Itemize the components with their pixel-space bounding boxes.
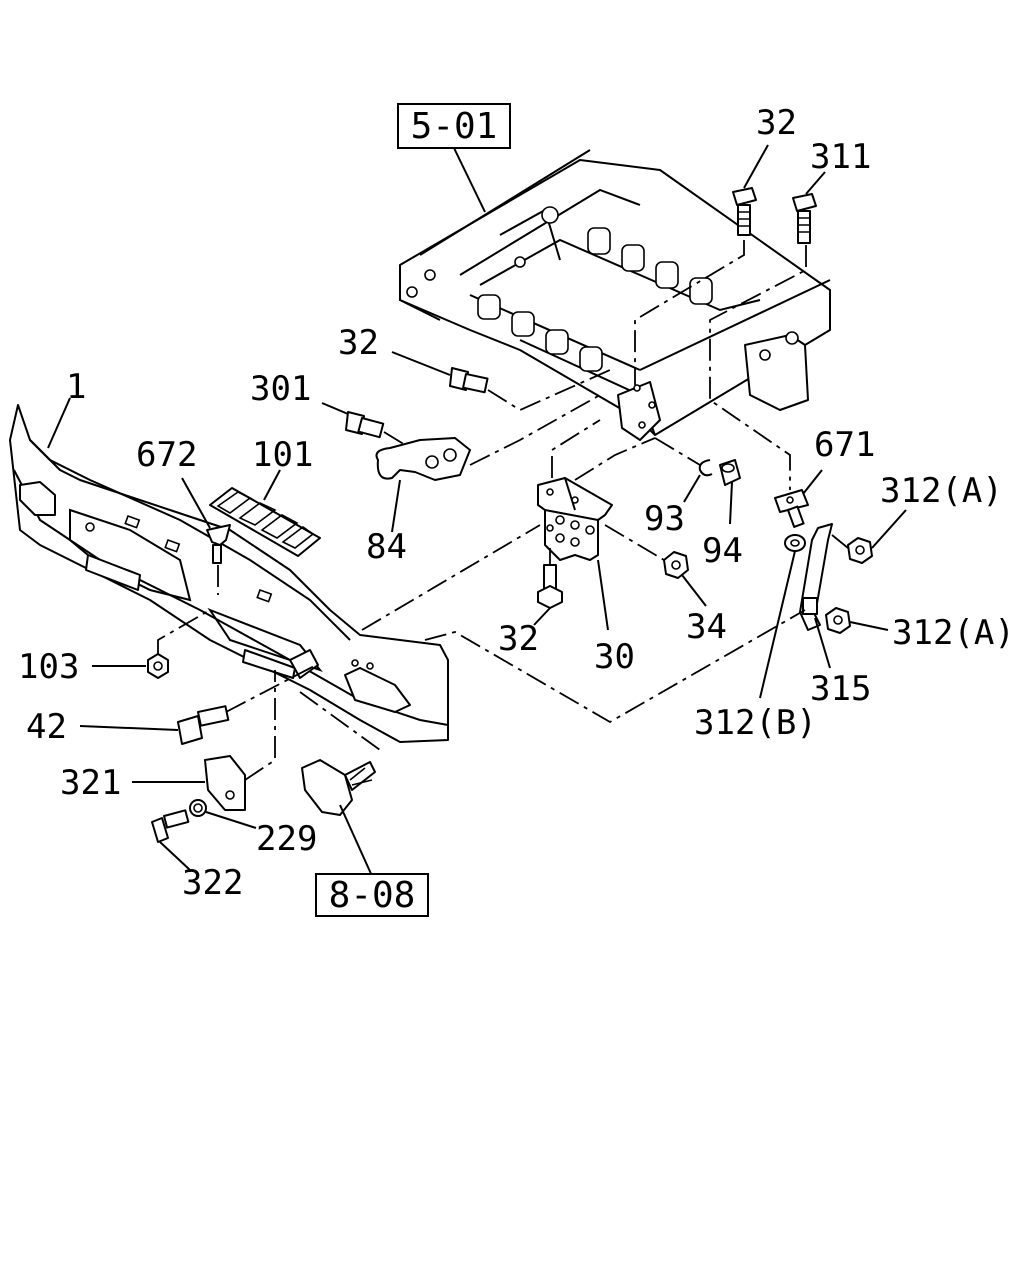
label-671: 671 — [814, 425, 875, 465]
ref-box-5-01[interactable]: 5-01 — [397, 103, 511, 149]
nut-312a-lower — [825, 607, 851, 634]
label-315: 315 — [810, 669, 871, 709]
label-93: 93 — [644, 499, 685, 539]
label-30: 30 — [594, 637, 635, 677]
label-301: 301 — [250, 369, 311, 409]
label-311: 311 — [810, 137, 871, 177]
bracket-671 — [774, 489, 809, 513]
label-32-mid: 32 — [338, 323, 379, 363]
label-312a-upper: 312(A) — [880, 471, 1003, 511]
clip-93 — [698, 459, 713, 477]
flange-nut-34 — [663, 551, 689, 579]
bolt-32-top — [732, 187, 757, 236]
label-229: 229 — [256, 819, 317, 859]
collar-94 — [719, 459, 741, 486]
label-34: 34 — [686, 607, 727, 647]
nut-312a-upper — [847, 537, 873, 564]
clip-672 — [206, 524, 231, 564]
label-672: 672 — [136, 435, 197, 475]
label-103: 103 — [18, 647, 79, 687]
washer-nut-229 — [189, 799, 207, 817]
bracket-321 — [204, 755, 246, 811]
bolt-32-mid — [449, 367, 489, 394]
grille-insert-101 — [209, 487, 321, 557]
bolt-42 — [177, 705, 230, 745]
label-42: 42 — [26, 707, 67, 747]
bolt-32-low — [537, 564, 563, 609]
label-321: 321 — [60, 763, 121, 803]
label-1: 1 — [66, 367, 86, 407]
label-322: 322 — [182, 863, 243, 903]
bolt-671-stud — [787, 505, 805, 528]
ref-label-5-01: 5-01 — [411, 106, 498, 147]
label-32-top: 32 — [756, 103, 797, 143]
side-lamp — [301, 759, 376, 816]
bolt-311 — [792, 193, 817, 244]
part-labels: 32 311 32 301 1 672 101 84 93 94 671 312… — [18, 103, 1015, 903]
label-101: 101 — [252, 435, 313, 475]
bolt-301 — [345, 411, 385, 439]
label-94: 94 — [702, 531, 743, 571]
ref-box-8-08[interactable]: 8-08 — [315, 873, 429, 917]
label-312a-lower: 312(A) — [892, 613, 1015, 653]
chassis-frame — [399, 149, 831, 441]
stay-315 — [799, 523, 833, 631]
bracket-30 — [537, 477, 613, 561]
ref-label-8-08: 8-08 — [329, 875, 416, 916]
bolt-322 — [151, 809, 190, 843]
nut-103 — [147, 653, 169, 679]
washer-312b — [784, 534, 806, 552]
tow-hook-84 — [375, 437, 471, 481]
label-32-low: 32 — [498, 619, 539, 659]
label-84: 84 — [366, 527, 407, 567]
front-bumper-1 — [9, 404, 449, 743]
label-312b: 312(B) — [694, 703, 817, 743]
